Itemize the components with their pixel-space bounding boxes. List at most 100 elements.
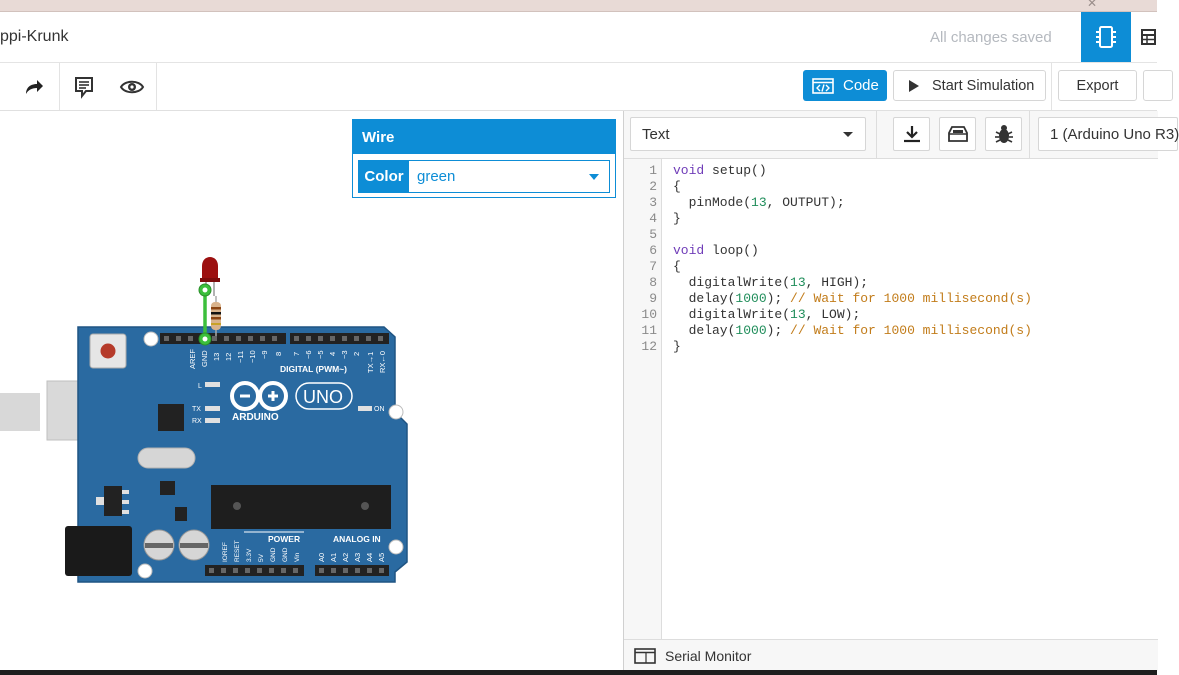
code-line: void loop()	[662, 243, 1158, 259]
editor-mode-select[interactable]: Text	[630, 117, 866, 151]
svg-text:A1: A1	[329, 553, 338, 562]
serial-monitor-icon	[634, 647, 656, 664]
red-led[interactable]	[200, 257, 220, 296]
code-token: pinMode(	[673, 195, 752, 210]
svg-text:2: 2	[352, 352, 361, 356]
serial-monitor-toggle[interactable]: Serial Monitor	[624, 639, 1158, 671]
code-token: , OUTPUT);	[766, 195, 845, 210]
visibility-button[interactable]	[108, 63, 156, 110]
power-label: POWER	[268, 534, 300, 544]
svg-text:Vin: Vin	[294, 552, 301, 562]
svg-text:TX→1: TX→1	[366, 352, 375, 373]
mount-hole	[388, 404, 404, 420]
redo-icon	[26, 79, 43, 94]
reset-button-cap	[100, 343, 116, 359]
green-wire[interactable]	[198, 283, 212, 346]
svg-text:GND: GND	[200, 350, 209, 367]
upload-icon	[947, 126, 968, 142]
code-token: {	[673, 259, 681, 274]
code-token: , LOW);	[805, 307, 861, 322]
editor-mode-value: Text	[642, 126, 670, 143]
power-header	[205, 565, 304, 576]
project-name[interactable]: ppi-Krunk	[0, 28, 69, 45]
svg-text:~10: ~10	[248, 350, 257, 363]
svg-text:AREF: AREF	[188, 349, 197, 369]
line-number: 1	[649, 163, 657, 178]
transistor	[175, 507, 187, 521]
svg-text:A5: A5	[377, 553, 386, 562]
code-line: }	[662, 211, 1158, 227]
circuit-canvas[interactable]: AREF GND 13 12 ~11 ~10 ~9 8 7 ~6 ~5 4 ~3…	[0, 111, 623, 675]
mount-hole	[137, 563, 153, 579]
mount-hole	[143, 331, 159, 347]
l-led-label: L	[198, 383, 202, 390]
download-code-button[interactable]	[893, 117, 930, 151]
power-pin-labels: IOREF RESET 3.3V 5V GND GND Vin	[222, 540, 301, 562]
code-token: delay(	[673, 323, 736, 338]
code-button[interactable]: Code	[803, 70, 887, 101]
editor-divider	[1029, 111, 1030, 158]
code-editor-panel: Text 1 (Arduino Uno R3)	[623, 111, 1179, 675]
chevron-down-icon	[589, 174, 599, 180]
device-select[interactable]: 1 (Arduino Uno R3)	[1038, 117, 1179, 151]
mount-hole	[388, 539, 404, 555]
code-token: void	[673, 163, 705, 178]
download-icon	[903, 126, 920, 143]
svg-text:12: 12	[224, 353, 233, 361]
regulator	[104, 486, 122, 516]
browser-tab-strip: ✕	[0, 0, 1157, 12]
resistor[interactable]	[211, 296, 221, 336]
upload-code-button[interactable]	[939, 117, 976, 151]
redo-button[interactable]	[10, 63, 58, 110]
rx-led-label: RX	[192, 418, 202, 425]
start-simulation-label: Start Simulation	[932, 77, 1035, 94]
code-token: , HIGH);	[805, 275, 869, 290]
wire-inspector: Wire Color green	[352, 119, 616, 198]
notes-icon	[75, 76, 93, 99]
line-number: 3	[649, 195, 657, 210]
line-number: 7	[649, 259, 657, 274]
svg-text:~11: ~11	[236, 351, 245, 363]
code-window-icon	[812, 77, 834, 94]
digital-pin-labels: AREF GND 13 12 ~11 ~10 ~9 8 7 ~6 ~5 4 ~3…	[188, 349, 387, 373]
wire-color-value[interactable]: green	[409, 161, 609, 192]
toolbar: Code Start Simulation Export	[0, 63, 1173, 111]
l-led	[205, 382, 220, 387]
svg-text:3.3V: 3.3V	[246, 548, 253, 562]
tx-led	[205, 406, 220, 411]
svg-text:RESET: RESET	[234, 540, 241, 562]
start-simulation-button[interactable]: Start Simulation	[893, 70, 1046, 101]
code-token: }	[673, 339, 681, 354]
close-tab-icon[interactable]: ✕	[1086, 0, 1097, 10]
export-button[interactable]: Export	[1058, 70, 1137, 101]
code-token: digitalWrite(	[673, 307, 791, 322]
wire-inspector-title: Wire	[353, 120, 615, 154]
circuit-view-button[interactable]	[1081, 12, 1131, 62]
code-line: }	[662, 339, 1158, 355]
taskbar-edge	[0, 670, 1157, 675]
serial-monitor-label: Serial Monitor	[665, 647, 752, 664]
debugger-button[interactable]	[985, 117, 1022, 151]
analog-header	[315, 565, 389, 576]
code-text-area[interactable]: void setup(){ pinMode(13, OUTPUT);}void …	[662, 159, 1158, 639]
toolbar-divider	[1051, 63, 1052, 110]
svg-text:4: 4	[328, 352, 337, 356]
share-button[interactable]	[1143, 70, 1173, 101]
notes-button[interactable]	[60, 63, 108, 110]
wire-color-select[interactable]: Color green	[358, 160, 610, 193]
circuit-drawing[interactable]: AREF GND 13 12 ~11 ~10 ~9 8 7 ~6 ~5 4 ~3…	[0, 111, 623, 675]
svg-text:7: 7	[292, 352, 301, 356]
code-token: {	[673, 179, 681, 194]
small-chip	[160, 481, 175, 495]
code-line: delay(1000); // Wait for 1000 millisecon…	[662, 323, 1158, 339]
code-token: 1000	[735, 323, 767, 338]
analog-pin-labels: A0 A1 A2 A3 A4 A5	[317, 553, 386, 562]
code-token: delay(	[673, 291, 736, 306]
component-list-button[interactable]	[1131, 12, 1157, 62]
analog-in-label: ANALOG IN	[333, 534, 381, 544]
atmega-chip	[211, 485, 391, 529]
code-token: }	[673, 211, 681, 226]
editor-divider	[876, 111, 877, 158]
line-number: 11	[641, 323, 657, 338]
